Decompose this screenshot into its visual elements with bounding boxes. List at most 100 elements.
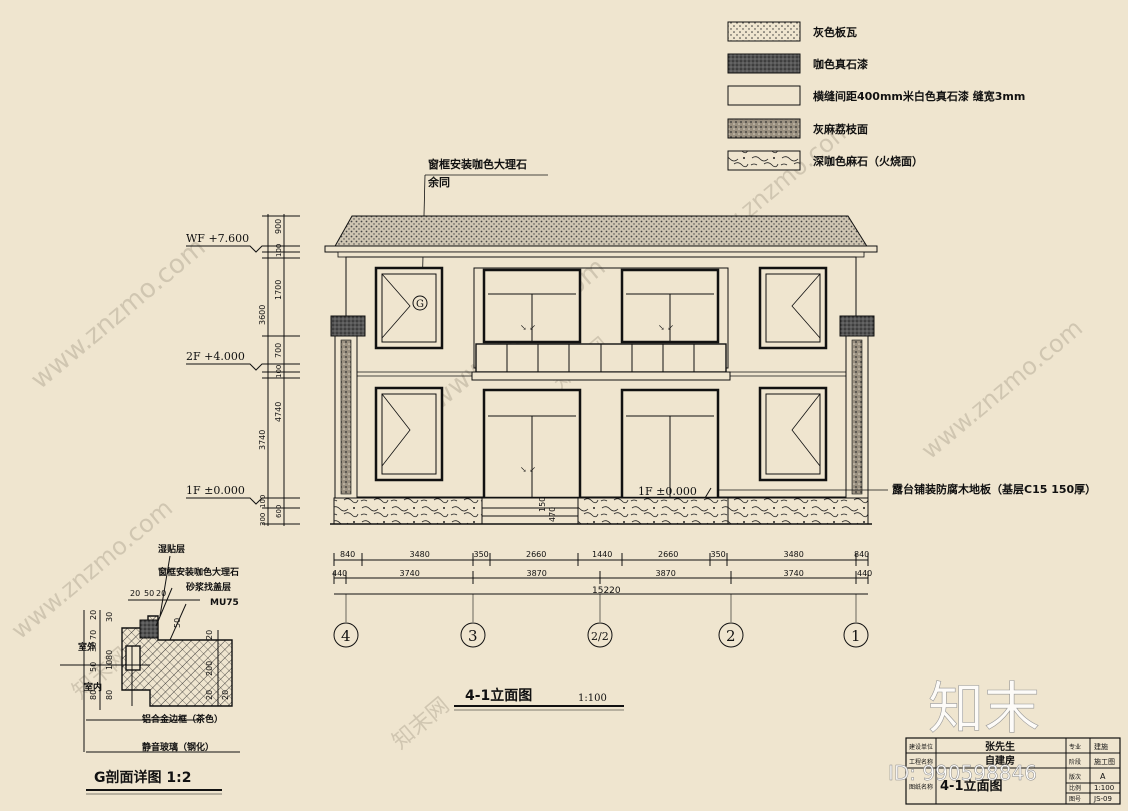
svg-text:窗框安装咖色大理石: 窗框安装咖色大理石 (158, 566, 239, 578)
svg-text:铝合金边框（茶色）: 铝合金边框（茶色） (142, 713, 223, 725)
drawing-title-scale: 1:100 (578, 693, 607, 704)
svg-text:3740: 3740 (258, 430, 267, 450)
svg-text:室外: 室外 (78, 641, 96, 653)
door-lower-left: ↘ ↙ (482, 388, 582, 500)
svg-text:20: 20 (89, 610, 98, 620)
svg-text:↘ ↙: ↘ ↙ (658, 323, 674, 332)
dim-label: 3870 (656, 569, 676, 578)
axis-label: 4 (341, 627, 351, 645)
level-2f: 2F +4.000 (186, 350, 245, 363)
svg-text:20: 20 (156, 589, 166, 598)
svg-text:100: 100 (275, 365, 283, 378)
callout-g-label: G (416, 299, 424, 310)
level-markers: WF +7.600 2F +4.000 1F ±0.000 (186, 232, 300, 505)
vertical-dimensions: 900 100 1700 3600 700 100 3740 4740 100 … (258, 214, 300, 526)
svg-text:80: 80 (89, 690, 98, 700)
svg-text:150: 150 (538, 497, 547, 512)
plinth-left (333, 497, 483, 525)
plinth-center (577, 497, 729, 525)
svg-text:50: 50 (89, 662, 98, 672)
annotation-text: 窗框安装咖色大理石 (428, 157, 527, 171)
dim-label: 1440 (592, 550, 612, 559)
level-wf: WF +7.600 (186, 232, 249, 245)
left-column (330, 315, 366, 499)
svg-text:3600: 3600 (258, 305, 267, 325)
svg-text:A: A (1100, 772, 1106, 781)
svg-text:版次: 版次 (1069, 773, 1081, 781)
axis-bubble (843, 622, 869, 648)
svg-text:20: 20 (205, 630, 214, 640)
axis-label: 2/2 (591, 630, 609, 643)
balcony-railing (471, 343, 731, 381)
dim-label: 440 (857, 569, 872, 578)
svg-text:静音玻璃（钢化）: 静音玻璃（钢化） (142, 741, 214, 753)
legend-swatch-coffee (727, 53, 801, 74)
section-title: G剖面详图 1:2 (94, 769, 191, 786)
svg-text:图号: 图号 (1069, 796, 1081, 803)
svg-text:↘ ↙: ↘ ↙ (520, 465, 536, 474)
dim-total: 15220 (592, 586, 621, 596)
brand-id: ID: 990598846 (888, 761, 1037, 785)
svg-text:JS-09: JS-09 (1093, 795, 1112, 803)
svg-text:20: 20 (205, 690, 214, 700)
dim-label: 440 (332, 569, 347, 578)
legend-label: 横缝间距400mm米白色真石漆 缝宽3mm (813, 89, 1025, 103)
roof (333, 215, 869, 249)
dim-label: 3740 (784, 569, 804, 578)
window-upper-right (758, 266, 828, 350)
dim-label: 2660 (658, 550, 678, 559)
legend-swatch-plain (727, 85, 801, 106)
svg-text:专业: 专业 (1069, 743, 1081, 751)
svg-text:20: 20 (221, 690, 230, 700)
building-elevation: G ↘ ↙ ↘ ↙ (324, 215, 1096, 525)
svg-text:80: 80 (105, 650, 114, 660)
svg-text:200: 200 (205, 661, 214, 676)
svg-text:100: 100 (275, 244, 283, 257)
svg-text:20: 20 (130, 589, 140, 598)
svg-text:1:100: 1:100 (1094, 784, 1114, 792)
watermark-cn: 知末网 (388, 693, 455, 755)
door-lower-right (620, 388, 720, 500)
svg-text:↘ ↙: ↘ ↙ (520, 323, 536, 332)
axis-label: 3 (468, 627, 478, 645)
svg-text:砂浆找盖层: 砂浆找盖层 (186, 581, 231, 593)
watermark-site: www.znzmo.com (916, 314, 1088, 465)
title-block: 建设单位 张先生 工程名称 自建房 图纸名称 4-1立面图 专业 建施 阶段 施… (905, 737, 1121, 805)
legend-swatch-granite (727, 118, 801, 139)
svg-text:470: 470 (548, 507, 557, 522)
dim-label: 350 (474, 550, 489, 559)
material-legend: 灰色板瓦 咖色真石漆 横缝间距400mm米白色真石漆 缝宽3mm 灰麻荔枝面 深… (727, 21, 1025, 171)
axis-markers: 4 3 2/2 2 1 (333, 594, 869, 648)
level-1f: 1F ±0.000 (186, 484, 245, 497)
svg-text:4-1立面图: 4-1立面图 (940, 778, 1003, 794)
drawing-title: 4-1立面图 1:100 (454, 687, 624, 711)
svg-text:建设单位: 建设单位 (909, 743, 933, 751)
legend-swatch-tile (727, 21, 801, 42)
dim-label: 350 (711, 550, 726, 559)
axis-bubble (333, 622, 359, 648)
svg-text:室内: 室内 (84, 681, 102, 693)
svg-text:张先生: 张先生 (985, 740, 1015, 753)
door-upper-left: ↘ ↙ (482, 268, 582, 344)
svg-text:4740: 4740 (274, 402, 283, 422)
dim-label: 840 (854, 550, 869, 559)
window-lower-right (758, 386, 828, 482)
legend-swatch-stone (727, 150, 801, 171)
svg-text:100: 100 (259, 495, 267, 508)
window-lower-left (374, 386, 444, 482)
window-upper-left (374, 266, 444, 350)
brand-watermark: 知末 ID: 990598846 (888, 677, 1041, 786)
svg-text:自建房: 自建房 (985, 754, 1015, 767)
drawing-title-main: 4-1立面图 (465, 687, 532, 704)
callout-g-marker (412, 295, 428, 311)
svg-text:1700: 1700 (274, 280, 283, 300)
section-detail-g: 湿贴层 窗框安装咖色大理石 砂浆找盖层 MU75 室外 室内 铝合金边框（茶色）… (60, 543, 240, 795)
svg-text:湿贴层: 湿贴层 (158, 543, 185, 555)
dim-label: 840 (340, 550, 355, 559)
axis-label: 1 (851, 627, 861, 645)
axis-bubble (460, 622, 486, 648)
dim-label: 2660 (526, 550, 546, 559)
dim-label: 3740 (400, 569, 420, 578)
terrace-note: 露台铺装防腐木地板（基层C15 150厚） (892, 482, 1096, 496)
